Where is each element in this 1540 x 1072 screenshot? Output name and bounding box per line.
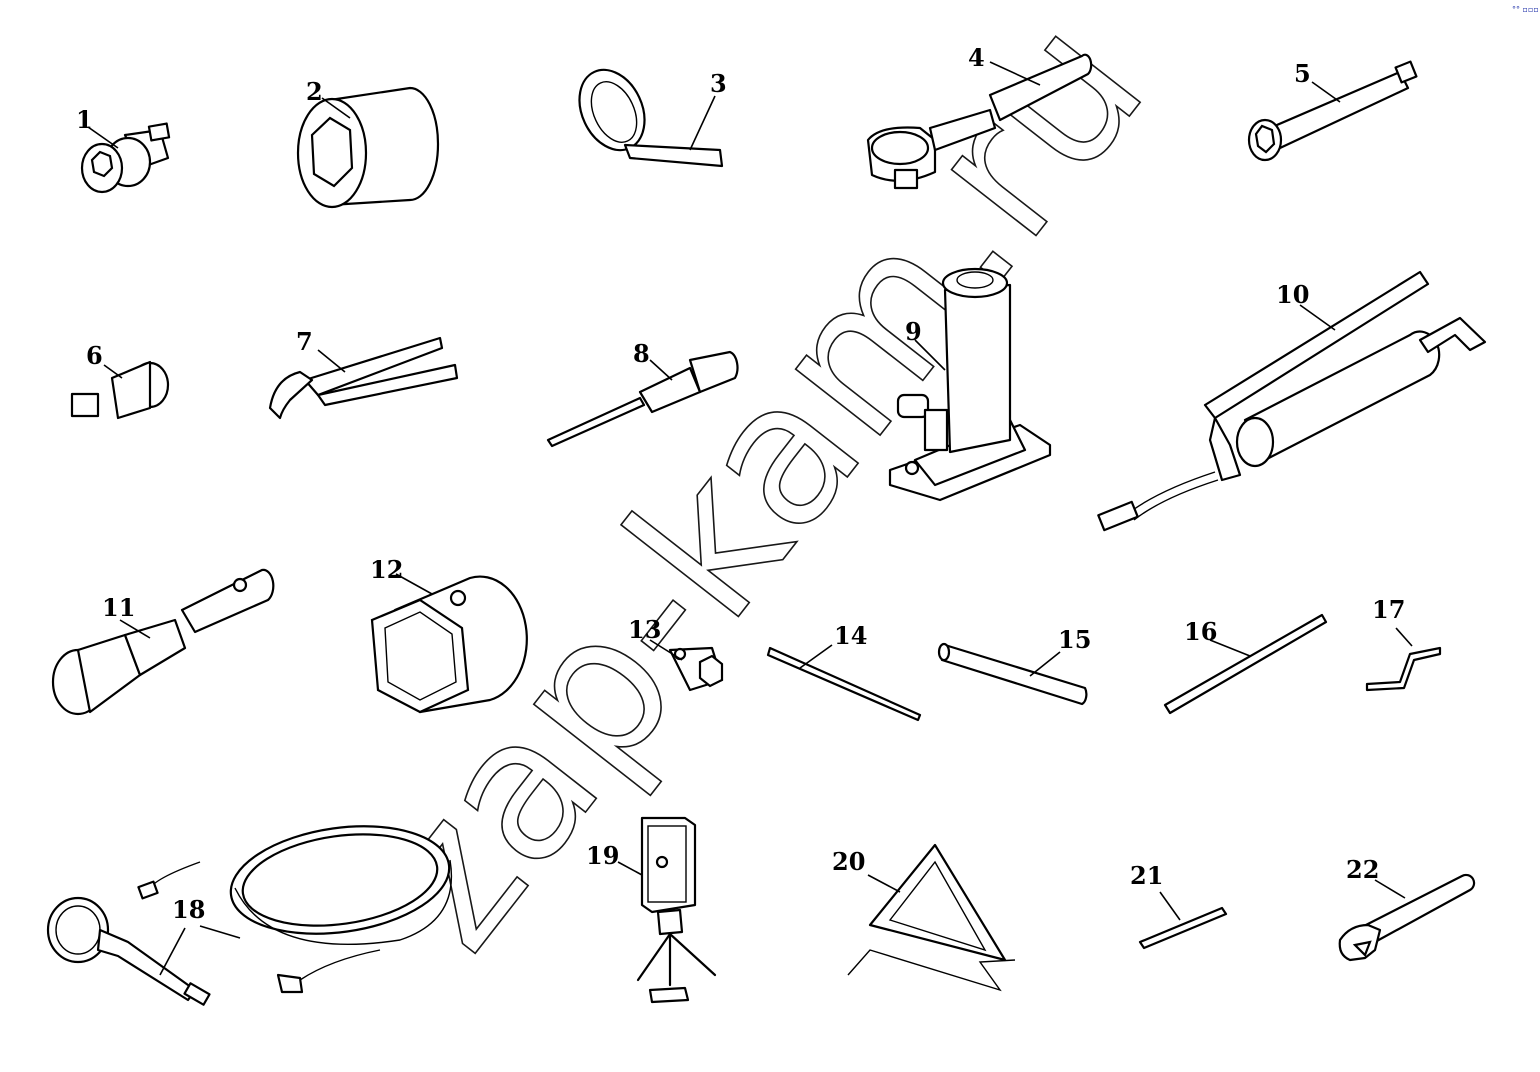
tool-22-adjustable-wrench	[1338, 873, 1476, 962]
tool-12-hub-nut-socket	[370, 573, 528, 714]
label-4: 4	[968, 43, 985, 72]
label-18: 18	[172, 895, 205, 924]
label-2: 2	[306, 77, 323, 106]
label-1: 1	[76, 105, 93, 134]
tool-15-tube	[937, 642, 1088, 706]
tool-20-warning-triangle	[847, 843, 1016, 992]
label-17: 17	[1372, 595, 1405, 624]
tool-17-crank-key	[1365, 627, 1442, 692]
label-14: 14	[834, 621, 867, 650]
corner-mark: °° ▫▫▫	[1512, 5, 1539, 14]
label-19: 19	[586, 841, 619, 870]
tool-2-large-socket	[296, 86, 440, 209]
label-12: 12	[370, 555, 403, 584]
label-16: 16	[1184, 617, 1217, 646]
tool-18-tire-inflator-gauge	[46, 825, 453, 1006]
tool-13-box-wrench	[649, 639, 724, 692]
tool-4-ratchet-handle	[866, 53, 1093, 190]
tool-1-socket-adapter	[80, 122, 171, 194]
label-3: 3	[710, 69, 727, 98]
label-6: 6	[86, 341, 103, 370]
label-22: 22	[1346, 855, 1379, 884]
label-13: 13	[628, 615, 661, 644]
tool-5-extension-bar	[1247, 60, 1418, 162]
tool-19-inspection-lamp	[617, 816, 717, 1004]
label-8: 8	[633, 339, 650, 368]
label-20: 20	[832, 847, 865, 876]
label-7: 7	[296, 327, 313, 356]
tool-9-hydraulic-jack	[888, 267, 1052, 502]
tool-21-pin-rod	[1138, 891, 1228, 950]
tool-10-grease-gun	[1097, 270, 1487, 532]
label-15: 15	[1058, 625, 1091, 654]
label-21: 21	[1130, 861, 1163, 890]
tool-3-filter-strap-wrench	[578, 68, 724, 168]
watermark: zap-kam.ru	[327, 0, 1189, 990]
label-11: 11	[102, 593, 135, 622]
label-9: 9	[905, 317, 922, 346]
tool-16-rod	[1163, 613, 1328, 715]
part-labels: 1 2 3 4 5 6 7 8 9 10 11 12 13 14 15 16 1…	[76, 43, 1405, 924]
label-5: 5	[1294, 59, 1311, 88]
tool-6-universal-joint	[70, 360, 170, 420]
label-10: 10	[1276, 280, 1309, 309]
tool-8-screwdriver	[546, 350, 739, 448]
watermark-text: zap-kam.ru	[327, 0, 1188, 989]
tool-11-wheel-nut-wrench	[51, 568, 275, 716]
tool-7-slip-joint-pliers	[268, 336, 459, 420]
tool-14-lever-bar	[766, 644, 922, 722]
